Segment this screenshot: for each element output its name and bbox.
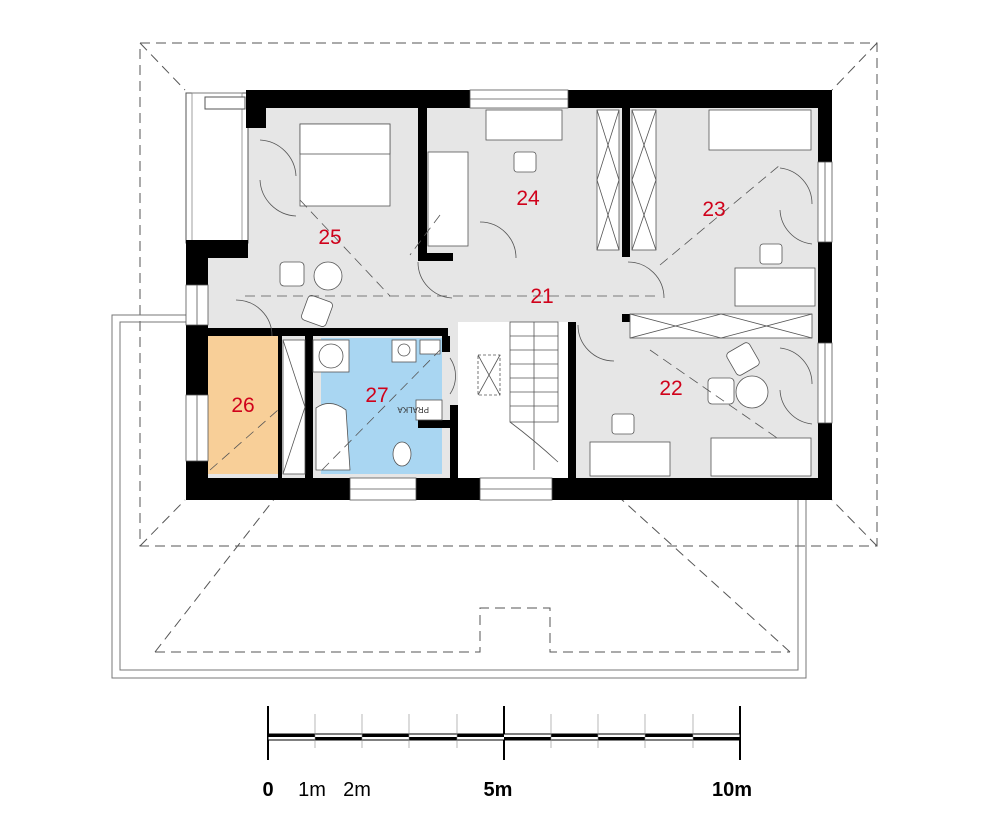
room-label-27: 27	[365, 384, 388, 407]
bathroom-fixtures	[312, 339, 443, 471]
room-label-26: 26	[231, 394, 254, 417]
laundry-label: PRALKA	[397, 405, 429, 414]
room-label-22: 22	[659, 377, 682, 400]
roof-outline	[139, 42, 878, 653]
scale-label-0: 0	[262, 779, 273, 801]
dashed-circulation	[209, 164, 781, 471]
bay-window	[185, 92, 249, 244]
desks-and-chairs	[279, 109, 816, 477]
stairs	[477, 321, 559, 470]
beds	[299, 109, 812, 477]
scale-bar: 0 1m 2m 5m 10m	[262, 706, 752, 801]
stair-area	[458, 322, 568, 480]
wardrobes	[282, 109, 813, 475]
room-label-23: 23	[702, 198, 725, 221]
storage-floor	[208, 333, 278, 474]
scale-label-10m: 10m	[712, 779, 752, 801]
room-labels: 21 22 23 24 25 26 27	[231, 187, 725, 417]
windows	[185, 89, 833, 501]
room-label-24: 24	[516, 187, 540, 210]
room-label-21: 21	[530, 285, 553, 308]
scale-label-2m: 2m	[343, 779, 371, 801]
lower-roof-outline	[111, 314, 807, 679]
room-label-25: 25	[318, 226, 341, 249]
door-swings	[235, 139, 813, 425]
scale-label-1m: 1m	[298, 779, 326, 801]
scale-label-5m: 5m	[484, 779, 513, 801]
